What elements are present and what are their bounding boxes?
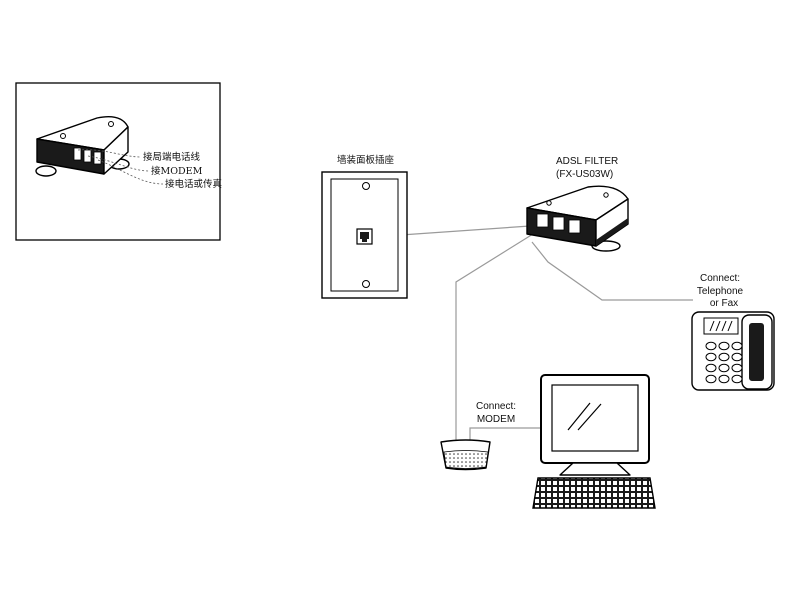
filter-jack-line bbox=[536, 213, 549, 228]
inset-screw bbox=[60, 133, 66, 139]
inset-label-modem: 接MODEM bbox=[151, 165, 203, 177]
modem: Connect: MODEM bbox=[440, 401, 516, 471]
keypad-button bbox=[718, 341, 730, 351]
monitor-screen bbox=[551, 384, 639, 452]
filter-side-base bbox=[596, 218, 628, 246]
keypad-button bbox=[731, 352, 743, 362]
filter-jack-modem bbox=[552, 216, 565, 231]
inset-panel: 接局端电话线 接MODEM 接电话或传真 bbox=[15, 82, 222, 241]
keypad-button bbox=[718, 374, 730, 384]
modem-icon bbox=[440, 439, 491, 471]
cord-modem-to-computer bbox=[469, 427, 541, 441]
keypad-button bbox=[705, 341, 717, 351]
telephone-display bbox=[703, 317, 739, 335]
keypad-button bbox=[705, 363, 717, 373]
telephone-connect: Connect: bbox=[700, 273, 740, 284]
keypad-button bbox=[705, 374, 717, 384]
keypad-button bbox=[705, 352, 717, 362]
wall-plate-inner bbox=[330, 178, 399, 292]
inset-screw bbox=[108, 121, 114, 127]
telephone-icon bbox=[691, 311, 775, 391]
filter-name: ADSL FILTER bbox=[556, 156, 618, 167]
wall-jack-icon bbox=[356, 228, 373, 245]
monitor-icon bbox=[540, 374, 650, 476]
keypad-button bbox=[731, 341, 743, 351]
telephone-handset-grip bbox=[749, 323, 764, 381]
screen-glare bbox=[567, 402, 591, 431]
inset-label-phone: 接电话或传真 bbox=[165, 178, 222, 190]
monitor-stand bbox=[559, 462, 631, 476]
modem-connect: Connect: bbox=[476, 401, 516, 412]
telephone: Connect: Telephone or Fax bbox=[691, 273, 775, 391]
wall-plate-screw-top bbox=[362, 182, 370, 190]
keypad-button bbox=[718, 352, 730, 362]
inset-filter-device bbox=[35, 115, 130, 177]
modem-label: MODEM bbox=[477, 414, 515, 425]
inset-jack-line bbox=[73, 147, 82, 161]
telephone-line1: Telephone bbox=[697, 286, 744, 297]
keypad-button bbox=[718, 363, 730, 373]
inset-left-flange bbox=[35, 165, 57, 177]
inset-label-line-in: 接局端电话线 bbox=[143, 151, 201, 163]
filter-model: (FX-US03W) bbox=[556, 169, 613, 180]
computer bbox=[532, 374, 656, 509]
filter-jack-phone bbox=[568, 219, 581, 234]
filter-screw bbox=[603, 192, 609, 198]
telephone-line2: or Fax bbox=[710, 298, 738, 309]
wall-plate-label: 墙装面板插座 bbox=[337, 154, 395, 166]
screen-glare bbox=[577, 403, 602, 431]
adsl-filter: ADSL FILTER (FX-US03W) bbox=[526, 156, 629, 252]
display-hatch bbox=[709, 320, 733, 332]
keypad-button bbox=[731, 374, 743, 384]
inset-border bbox=[15, 82, 221, 241]
wall-plate-screw-bottom bbox=[362, 280, 370, 288]
cord-filter-to-phone bbox=[531, 241, 693, 301]
filter-screw bbox=[546, 200, 552, 206]
telephone-keypad bbox=[705, 341, 743, 384]
inset-device-side bbox=[103, 126, 129, 175]
keyboard-icon bbox=[532, 477, 656, 509]
wall-plate: 墙装面板插座 bbox=[321, 154, 408, 299]
keypad-button bbox=[731, 363, 743, 373]
modem-grill bbox=[443, 450, 489, 469]
cord-filter-to-modem bbox=[455, 233, 534, 441]
